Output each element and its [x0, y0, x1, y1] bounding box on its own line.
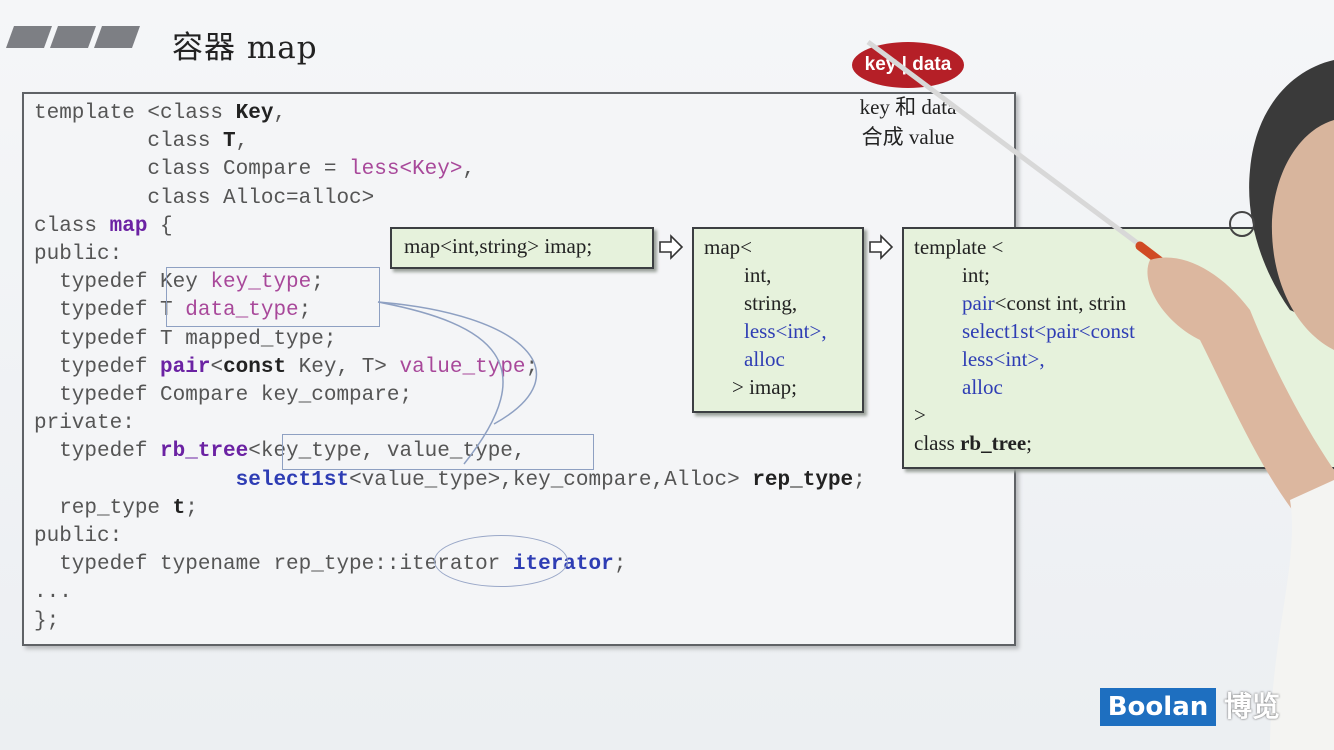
iterator-highlight-ellipse [434, 535, 568, 587]
map-close: > imap; [732, 375, 797, 399]
rb-class-line: class rb_tree; [914, 431, 1032, 455]
map-arg-string: string, [744, 291, 798, 315]
annotation-curves [377, 301, 538, 465]
map-line: map< [704, 235, 752, 259]
rb-arg-pair: pair<const int, strin [962, 291, 1127, 315]
slide-title: 容器 map [172, 30, 318, 66]
right-arrow-icon [869, 234, 894, 260]
rb-arg-alloc: alloc [962, 375, 1003, 399]
template-line: template < [914, 235, 1004, 259]
logo-brand: Boolan [1100, 688, 1216, 726]
imap-declaration-box: map<int,string> imap; [390, 227, 654, 269]
rb-close: > [914, 403, 926, 427]
value-note: key 和 data 合成 value [852, 92, 964, 152]
map-expansion-box: map< int, string, less<int>, alloc > ima… [692, 227, 864, 413]
rb-tree-args-highlight-box [282, 434, 594, 470]
map-arg-less: less<int>, [744, 319, 827, 343]
right-arrow-icon [659, 234, 684, 260]
imap-declaration: map<int,string> imap; [404, 234, 593, 258]
key-data-badge: key | data [852, 42, 964, 88]
code-listing: template <class Key, class T, class Comp… [34, 102, 866, 633]
map-arg-alloc: alloc [744, 347, 785, 371]
key-data-highlight-box [166, 267, 380, 327]
rb-arg-less: less<int>, [962, 347, 1045, 371]
note-line-2: 合成 value [861, 125, 955, 149]
rb-arg-select1st: select1st<pair<const [962, 319, 1135, 343]
logo-cn: 博览 [1224, 690, 1281, 723]
map-arg-int: int, [744, 263, 772, 287]
rb-arg-int: int; [962, 263, 991, 287]
